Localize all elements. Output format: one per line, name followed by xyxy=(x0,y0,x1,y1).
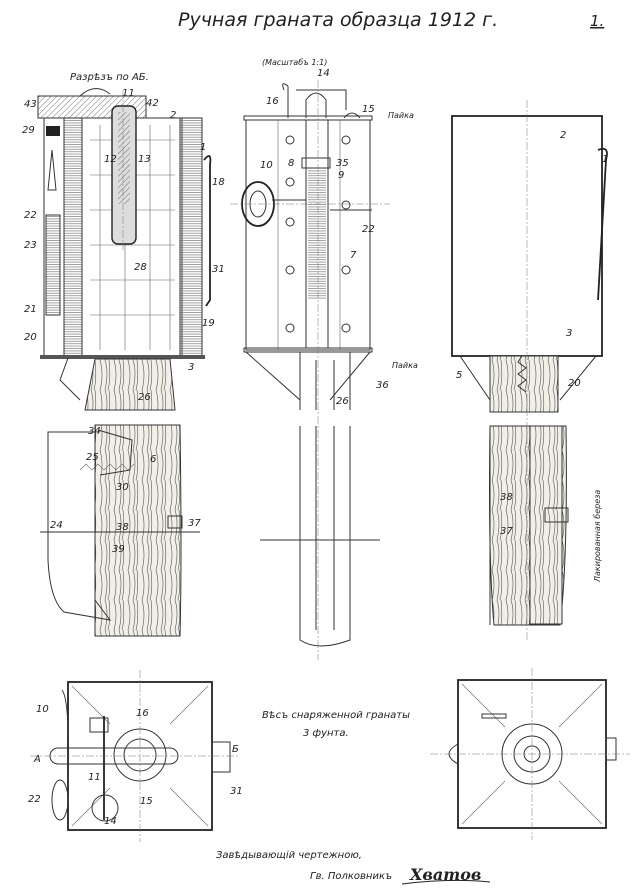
part-number-label: 8 xyxy=(288,158,294,169)
solder-label: Пайка xyxy=(392,361,418,370)
part-number-label: 26 xyxy=(138,392,151,403)
part-number-label: 20 xyxy=(24,332,37,343)
part-number-label: 26 xyxy=(336,396,349,407)
weight-note-line2: 3 фунта. xyxy=(303,728,349,739)
part-number-label: 31 xyxy=(212,264,225,275)
part-number-label: 7 xyxy=(350,250,357,261)
solder-label: Пайка xyxy=(388,111,414,120)
section-caption: Разрѣзъ по АБ. xyxy=(70,72,149,83)
part-number-label: 34 xyxy=(88,426,101,437)
part-number-label: 29 xyxy=(22,125,35,136)
part-number-label: 37 xyxy=(500,526,513,537)
part-number-label: 36 xyxy=(376,380,389,391)
plan-view-labels: 10 16 А Б 11 22 15 14 31 xyxy=(28,704,243,827)
part-number-label: 35 xyxy=(336,158,349,169)
part-number-label: 43 xyxy=(24,99,37,110)
sheet-number: 1. xyxy=(590,12,604,30)
scale-note: (Масштабъ 1:1) xyxy=(262,58,327,67)
side-view-labels: 2 1 3 5 20 38 37 Лакированная береза xyxy=(456,130,608,583)
part-number-label: 3 xyxy=(566,328,572,339)
part-number-label: 2 xyxy=(170,110,176,121)
part-number-label: 15 xyxy=(140,796,153,807)
part-number-label: 42 xyxy=(146,98,159,109)
part-number-label: 3 xyxy=(188,362,194,373)
part-number-label: 11 xyxy=(122,88,135,99)
part-number-label: 10 xyxy=(36,704,49,715)
section-view-labels: 43 11 42 2 29 1 12 13 18 22 23 28 31 21 … xyxy=(22,88,225,555)
part-number-label: 14 xyxy=(104,816,117,827)
drawing-title: Ручная граната образца 1912 г. xyxy=(178,9,498,31)
part-number-label: 21 xyxy=(24,304,37,315)
part-number-label: 22 xyxy=(362,224,375,235)
part-number-label: 31 xyxy=(230,786,243,797)
front-view-labels: 14 16 15 10 8 35 9 22 7 36 26 Пайка Пайк… xyxy=(260,68,418,407)
part-number-label: 12 xyxy=(104,154,117,165)
part-number-label: 1 xyxy=(200,142,206,153)
part-number-label: 11 xyxy=(88,772,101,783)
side-view xyxy=(451,100,608,640)
part-number-label: А xyxy=(33,754,41,765)
part-number-label: 24 xyxy=(50,520,63,531)
part-number-label: 22 xyxy=(24,210,37,221)
material-note: Лакированная береза xyxy=(593,490,602,583)
part-number-label: Б xyxy=(232,744,239,755)
part-number-label: 38 xyxy=(116,522,129,533)
signature-title: Завѣдывающій чертежною, xyxy=(216,849,362,861)
part-number-label: 37 xyxy=(188,518,201,529)
part-number-label: 13 xyxy=(138,154,151,165)
weight-note-line1: Вѣсъ снаряженной гранаты xyxy=(262,710,410,721)
part-number-label: 16 xyxy=(266,96,279,107)
part-number-label: 28 xyxy=(134,262,147,273)
part-number-label: 22 xyxy=(28,794,41,805)
plan-view-right xyxy=(430,668,630,840)
signature-rank: Гв. Полковникъ xyxy=(310,871,392,882)
front-view xyxy=(230,80,390,660)
plan-view-left xyxy=(30,670,240,842)
part-number-label: 9 xyxy=(338,170,344,181)
part-number-label: 10 xyxy=(260,160,273,171)
part-number-label: 5 xyxy=(456,370,462,381)
part-number-label: 6 xyxy=(150,454,156,465)
part-number-label: 1 xyxy=(602,154,608,165)
part-number-label: 2 xyxy=(560,130,566,141)
part-number-label: 14 xyxy=(317,68,330,79)
part-number-label: 16 xyxy=(136,708,149,719)
section-view xyxy=(37,88,212,637)
part-number-label: 20 xyxy=(568,378,581,389)
part-number-label: 15 xyxy=(362,104,375,115)
part-number-label: 39 xyxy=(112,544,125,555)
part-number-label: 25 xyxy=(86,452,99,463)
part-number-label: 30 xyxy=(116,482,129,493)
part-number-label: 18 xyxy=(212,177,225,188)
handwritten-signature: Хватов xyxy=(409,865,481,884)
part-number-label: 38 xyxy=(500,492,513,503)
part-number-label: 19 xyxy=(202,318,215,329)
part-number-label: 23 xyxy=(24,240,37,251)
